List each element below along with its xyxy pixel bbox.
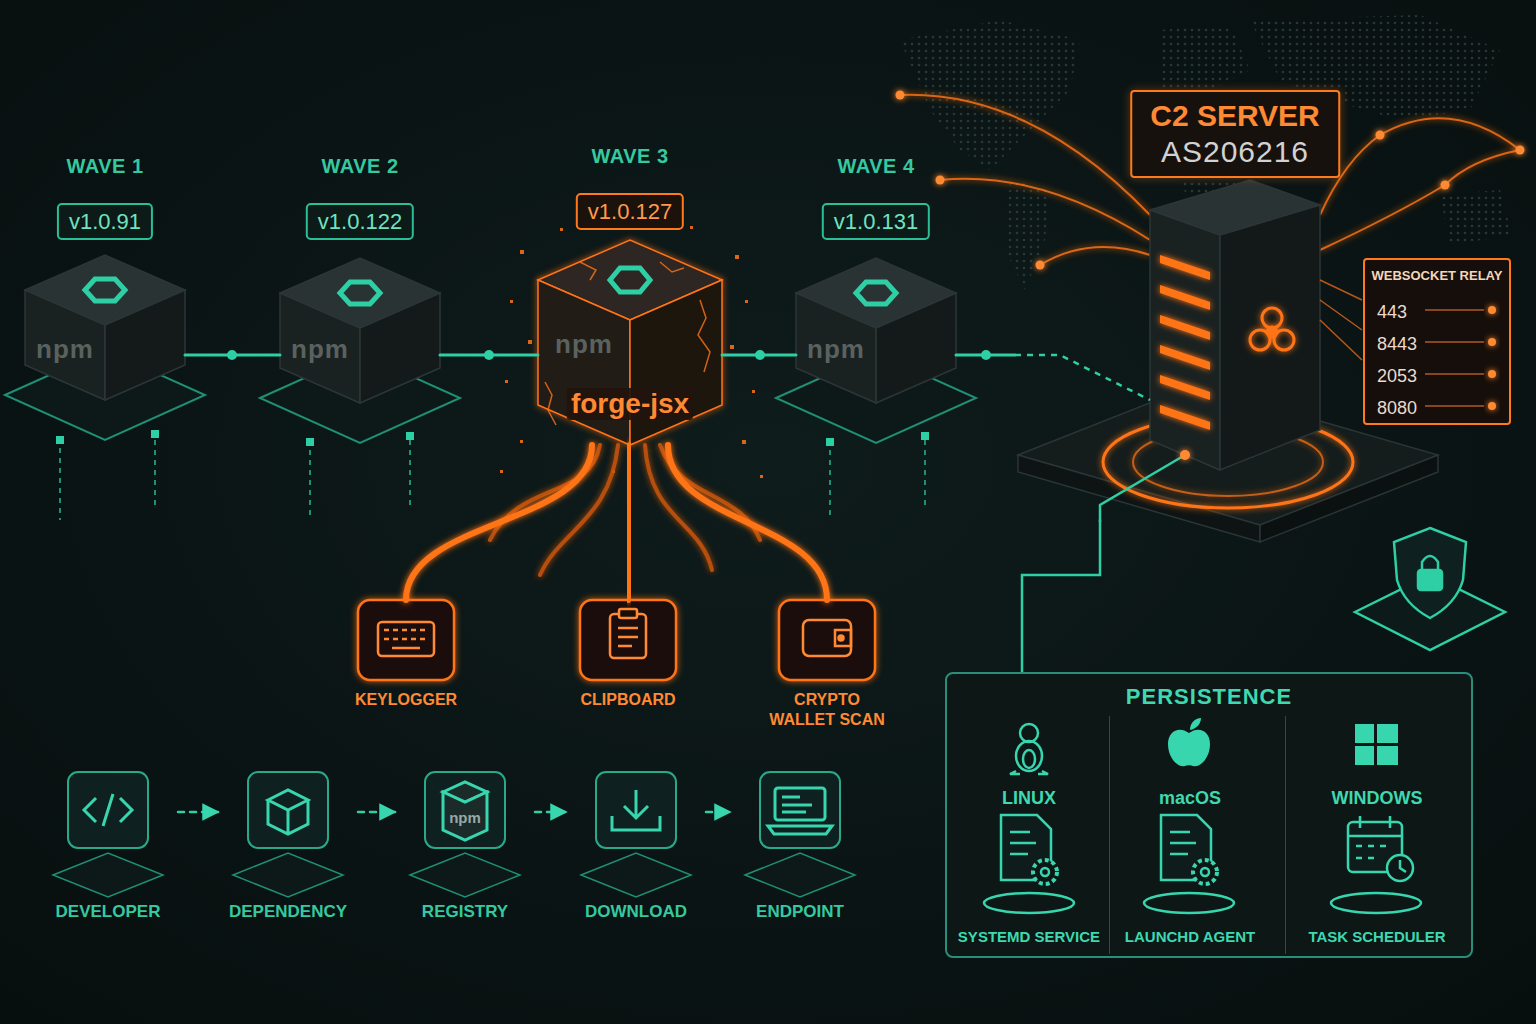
payload-tentacle bbox=[628, 445, 630, 600]
flow-step: npmREGISTRY bbox=[395, 765, 535, 925]
connector-wire bbox=[440, 354, 538, 357]
panel-title: PERSISTENCE bbox=[1126, 684, 1292, 709]
payload-glyphs bbox=[378, 609, 851, 658]
connector-wire bbox=[1022, 520, 1100, 672]
relay-feeds bbox=[1320, 280, 1362, 360]
payload-tentacle bbox=[406, 445, 592, 600]
flow-step: DEPENDENCY bbox=[218, 765, 358, 925]
infected-cube bbox=[538, 240, 722, 445]
biohazard-symbol bbox=[1250, 308, 1294, 350]
c2-feed bbox=[1015, 355, 1150, 400]
npm-mark: npm bbox=[807, 335, 865, 365]
os-column: macOS LAUNCHD AGENT bbox=[1109, 716, 1269, 954]
os-icons bbox=[1010, 718, 1398, 774]
flow-label: ENDPOINT bbox=[756, 902, 844, 922]
connector-wire bbox=[956, 354, 1015, 357]
version-badge: v1.0.122 bbox=[306, 203, 414, 240]
flow-arrow bbox=[358, 811, 395, 814]
npm-cube bbox=[25, 255, 185, 400]
flow-label: DEPENDENCY bbox=[229, 902, 347, 922]
server-title: C2 SERVER bbox=[1150, 98, 1320, 134]
package-name: forge-jsx bbox=[567, 388, 693, 420]
os-column: WINDOWS TASK SCHEDULER bbox=[1285, 716, 1467, 954]
websocket-relay: WEBSOCKET RELAY 443 8443 2053 8080 bbox=[1363, 258, 1511, 425]
npm-mark: npm bbox=[291, 335, 349, 365]
connector-wire bbox=[722, 354, 796, 357]
c2-downlink bbox=[1100, 455, 1185, 522]
platform-posts bbox=[60, 440, 925, 520]
port-number: 2053 bbox=[1377, 364, 1417, 388]
os-label: macOS bbox=[1159, 788, 1221, 809]
payload-label: CRYPTO WALLET SCAN bbox=[765, 690, 889, 730]
persistence-panel bbox=[945, 672, 1473, 958]
asn-label: AS206216 bbox=[1150, 134, 1320, 170]
port-number: 8443 bbox=[1377, 332, 1417, 356]
cube-cracks bbox=[545, 262, 710, 425]
payload-label: CLIPBOARD bbox=[580, 690, 675, 710]
payload-module: CRYPTO WALLET SCAN bbox=[752, 600, 902, 732]
label-plate: C2 SERVERAS206216 bbox=[1130, 90, 1340, 178]
flow-step: DOWNLOAD bbox=[566, 765, 706, 925]
security-shield bbox=[1355, 528, 1505, 650]
flow-arrow bbox=[706, 811, 730, 814]
server-slots bbox=[1160, 255, 1210, 430]
wave-package: WAVE 2 v1.0.122 npm bbox=[280, 150, 440, 403]
cube-logo bbox=[85, 268, 896, 304]
payload-label: KEYLOGGER bbox=[355, 690, 457, 710]
wave-heading: WAVE 3 bbox=[591, 145, 668, 168]
wave-package: WAVE 1 v1.0.91 npm bbox=[25, 150, 185, 400]
npm-mark: npm bbox=[449, 809, 481, 826]
port-dots bbox=[1488, 306, 1496, 410]
os-column: LINUX SYSTEMD SERVICE bbox=[951, 716, 1107, 954]
version-badge: v1.0.131 bbox=[822, 203, 930, 240]
flow-label: REGISTRY bbox=[422, 902, 508, 922]
payload-frames bbox=[358, 600, 875, 680]
payload-module: CLIPBOARD bbox=[562, 600, 694, 712]
npm-mark: npm bbox=[36, 335, 94, 365]
infected-package: WAVE 3 v1.0.127 npm forge-jsx bbox=[538, 140, 722, 445]
wave-heading: WAVE 4 bbox=[837, 155, 914, 178]
connector-wire bbox=[185, 354, 280, 357]
wave-heading: WAVE 1 bbox=[66, 155, 143, 178]
flow-step: DEVELOPER bbox=[38, 765, 178, 925]
flow-platforms bbox=[53, 853, 855, 897]
server-tower bbox=[1150, 180, 1320, 470]
persistence-panel: PERSISTENCE LINUX SYSTEMD SERVICE macOS LAUN… bbox=[945, 672, 1473, 958]
port-number: 8080 bbox=[1377, 396, 1417, 420]
flow-arrow bbox=[178, 811, 218, 814]
npm-cube bbox=[796, 258, 956, 403]
flow-arrow bbox=[535, 811, 566, 814]
mechanism-label: LAUNCHD AGENT bbox=[1125, 928, 1255, 945]
payload-module: KEYLOGGER bbox=[340, 600, 472, 712]
c2-server: C2 SERVERAS206216 bbox=[1015, 88, 1355, 520]
particles bbox=[500, 226, 763, 478]
wave-heading: WAVE 2 bbox=[321, 155, 398, 178]
flow-label: DOWNLOAD bbox=[585, 902, 687, 922]
port-lines bbox=[1425, 310, 1484, 406]
npm-cube bbox=[280, 258, 440, 403]
version-badge: v1.0.127 bbox=[576, 193, 684, 230]
platform-studs bbox=[56, 430, 929, 446]
version-badge: v1.0.91 bbox=[57, 203, 153, 240]
mechanism-label: TASK SCHEDULER bbox=[1308, 928, 1445, 945]
mechanism-label: SYSTEMD SERVICE bbox=[958, 928, 1100, 945]
os-label: WINDOWS bbox=[1332, 788, 1423, 809]
npm-mark: npm bbox=[555, 330, 613, 360]
relay-panel bbox=[1363, 258, 1511, 425]
os-label: LINUX bbox=[1002, 788, 1056, 809]
flow-frames bbox=[68, 772, 840, 848]
relay-title: WEBSOCKET RELAY bbox=[1372, 269, 1503, 284]
config-icons bbox=[984, 815, 1421, 913]
flow-step: ENDPOINT bbox=[730, 765, 870, 925]
port-number: 443 bbox=[1377, 300, 1407, 324]
c2-port bbox=[1180, 450, 1190, 460]
wave-package: WAVE 4 v1.0.131 npm bbox=[796, 150, 956, 403]
flow-label: DEVELOPER bbox=[56, 902, 161, 922]
flow-glyphs bbox=[84, 782, 832, 840]
payload-tentacle bbox=[668, 445, 827, 600]
